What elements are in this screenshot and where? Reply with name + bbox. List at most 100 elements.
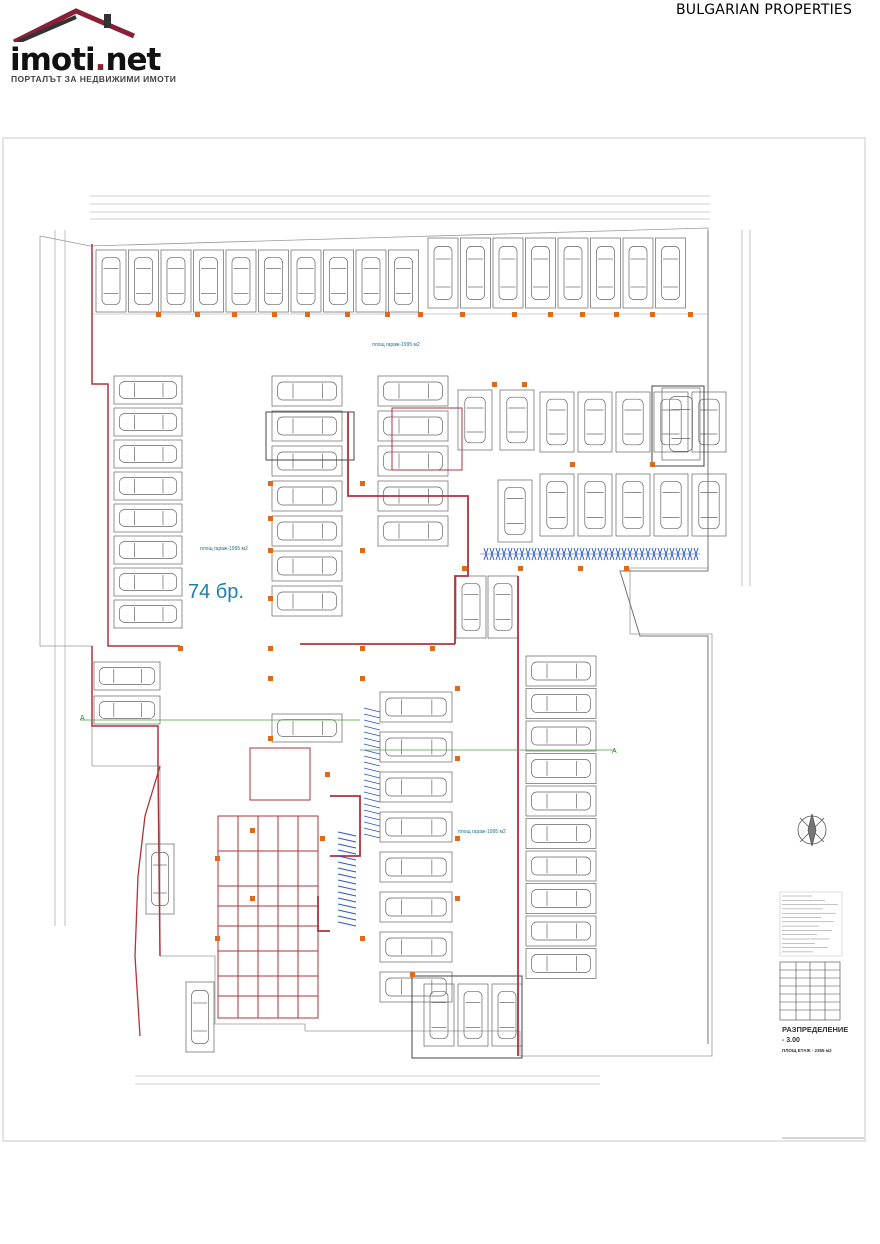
parking-stall [691,473,727,537]
hatch-line [363,743,381,749]
parking-stall [113,407,183,437]
legend-notes [779,891,843,957]
parking-row-center [271,375,449,743]
hatch-line [337,855,357,861]
area-label-top: площ гараж-1995 м2 [372,342,420,348]
parking-stall [492,237,524,309]
column-mark [268,736,273,741]
imoti-logo[interactable]: imoti.net ПОРТАЛЪТ ЗА НЕДВИЖИМИ ИМОТИ [8,8,176,88]
parking-stall [577,391,613,453]
parking-stall [355,249,387,313]
parking-stall [377,445,449,477]
hatch-line [579,547,585,561]
parking-stall [145,843,175,915]
parking-stall [661,387,701,461]
parking-stall [271,375,343,407]
column-mark [570,462,575,467]
hatch-line [513,547,519,561]
parking-stall [113,567,183,597]
area-label-right: площ гараж-1995 м2 [458,829,506,835]
column-mark [268,596,273,601]
column-mark [272,312,277,317]
parking-stall [271,585,343,617]
parking-stall [113,535,183,565]
parking-stall [271,515,343,547]
storage-rooms [217,385,705,1059]
column-mark [345,312,350,317]
parking-stall [577,473,613,537]
parking-stall [457,983,489,1047]
svg-text:A: A [612,748,617,755]
parking-stall [655,237,686,309]
parking-stall [379,891,453,923]
hatch-line [363,791,381,797]
dimension-lines-top [54,195,751,1085]
column-mark [455,686,460,691]
hatch-line [337,921,357,927]
parking-stall [160,249,192,313]
column-mark [578,566,583,571]
hatch-line [531,547,537,561]
house-roof-icon [12,8,135,42]
column-mark [624,566,629,571]
hatch-line [573,547,579,561]
core-walls [300,412,519,1056]
column-mark [455,896,460,901]
parking-stall [539,473,575,537]
hatch-line [337,903,357,909]
parking-stall [271,410,343,442]
hatch-line [555,547,561,561]
hatch-line [363,815,381,821]
brand-title: BULGARIAN PROPERTIES [676,2,853,18]
north-arrow-icon [797,813,827,847]
outer-wall-right [619,231,709,1044]
column-mark [650,312,655,317]
parking-stall [271,445,343,477]
hatch-line [363,809,381,815]
parking-stall [455,575,487,639]
hatch-line [507,547,513,561]
hatch-line [501,547,507,561]
parking-stall [525,948,597,979]
column-mark [385,312,390,317]
hatch-line [609,547,615,561]
hatch-line [337,861,357,867]
parking-stall [557,237,589,309]
column-mark [268,548,273,553]
hatch-line [675,547,681,561]
column-mark [360,548,365,553]
hatch-line [645,547,651,561]
parking-row-right [525,655,597,979]
hatch-line [543,547,549,561]
hatch-line [495,547,501,561]
parking-stall [379,691,453,723]
parking-stall [377,410,449,442]
ramp-curve [134,765,161,1037]
svg-text:A: A [80,715,85,722]
structural-columns [156,312,693,977]
hatch-line [651,547,657,561]
hatch-line [669,547,675,561]
column-mark [548,312,553,317]
parking-stall [525,237,556,309]
hatch-line [615,547,621,561]
hatch-line [337,843,357,849]
hatch-line [363,803,381,809]
column-mark [492,382,497,387]
parking-stall [95,249,127,313]
logo-tagline: ПОРТАЛЪТ ЗА НЕДВИЖИМИ ИМОТИ [11,74,177,84]
column-mark [195,312,200,317]
column-mark [305,312,310,317]
parking-stall [590,237,621,309]
hatch-line [363,773,381,779]
column-mark [360,646,365,651]
parking-stall [525,785,597,817]
hatch-line [525,547,531,561]
hatch-line [621,547,627,561]
parking-stall [113,471,183,501]
parking-stall [379,931,453,963]
column-mark [522,382,527,387]
parking-row-upper-right [457,387,727,543]
parking-stall [185,981,215,1053]
parking-stall [525,720,597,752]
